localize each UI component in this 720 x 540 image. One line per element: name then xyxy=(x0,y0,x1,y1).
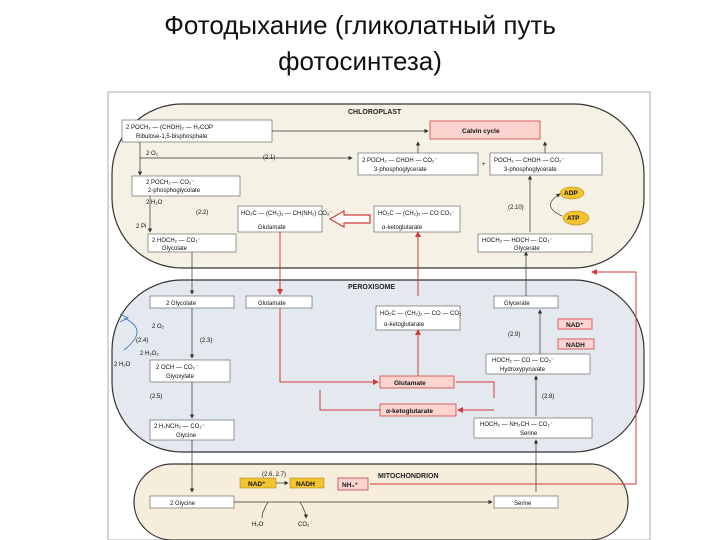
peroxisome-compartment xyxy=(111,279,645,453)
px-h2o: 2 H₂O xyxy=(114,362,131,368)
akg-px-formula: HO₂C — (CH₂)₂ — CO — CO₂ xyxy=(380,311,462,317)
glycerate-chl-formula: HOCH₂ — HOCH — CO₂⁻ xyxy=(482,238,553,244)
slide-title-line1: Фотодыхание (гликолатный путь xyxy=(164,10,556,40)
chloroplast-label: CHLOROPLAST xyxy=(348,109,402,116)
phosphoglycolate-box xyxy=(131,175,241,197)
hpyr-name: Hydroxypyruvate xyxy=(500,367,546,373)
hpyr-formula: HOCH₂ — CO — CO₂⁻ xyxy=(492,358,554,364)
glutamate2-box xyxy=(379,375,455,389)
step-2-2: (2.2) xyxy=(196,210,208,216)
calvin-cycle-label: Calvin cycle xyxy=(462,128,500,135)
akg-px-name: α-ketoglutarate xyxy=(384,322,425,328)
adp-badge xyxy=(559,186,585,200)
serine-px-box xyxy=(473,417,593,439)
pgly-formula: 2 POCH₂ — CO₂⁻ xyxy=(146,180,195,186)
chl-o2: 2 O₂ xyxy=(146,151,159,157)
akg-chl-formula: HO₂C — (CH₂)₂ — CO CO₂⁻ xyxy=(378,211,455,217)
atp-label: ATP xyxy=(567,215,580,222)
glycolate-chl-name: Glycolate xyxy=(162,246,188,252)
akg-chl-box xyxy=(373,205,461,233)
atp-badge xyxy=(562,210,590,226)
pga2-formula: POCH₂ — CHOH — CO₂⁻ xyxy=(494,158,565,164)
glutamate2-to-serine-line xyxy=(456,381,495,398)
calvin-cycle-box xyxy=(429,120,541,140)
nadh-mito: NADH xyxy=(296,481,315,488)
pgly-name: 2-phosphoglycolate xyxy=(148,188,201,194)
step-2-5: (2.5) xyxy=(150,394,162,400)
step-2-9: (2.9) xyxy=(508,332,520,338)
glutamate-px-box xyxy=(245,295,313,309)
akg2-label: α-ketoglutarate xyxy=(386,408,433,415)
pga1-formula: 2 POCH₂ — CHOH — CO₂⁻ xyxy=(362,158,438,164)
glyoxylate-name: Glyoxylate xyxy=(166,374,195,380)
glutamate-chl-box xyxy=(237,205,323,233)
mito-h2o: H₂O xyxy=(252,522,264,528)
glycerate-chl-name: Glycerate xyxy=(514,246,540,252)
plus-sign: + xyxy=(482,162,486,168)
slide-title-line2: фотосинтеза) xyxy=(278,46,442,76)
glycerate-chl-box xyxy=(477,233,593,253)
akg-chl-name: α-ketoglutarate xyxy=(382,225,423,231)
px-h2o2: 2 H₂O₂ xyxy=(140,351,159,357)
pga2-box xyxy=(489,152,603,176)
nadplus-mito: NAD⁺ xyxy=(248,481,266,488)
glycine-mito-label: 2 Glycine xyxy=(170,501,196,507)
glyoxylate-box xyxy=(149,359,231,383)
glycolate-px-label: 2 Glycolate xyxy=(166,301,197,307)
hydroxypyruvate-box xyxy=(485,353,591,375)
serine-px-formula: HOCH₂ — NH₃CH — CO₂⁻ xyxy=(480,422,553,428)
rubp-name: Ribulose-1,5-bisphosphate xyxy=(136,134,208,140)
akg-px-box xyxy=(375,305,461,331)
step-2-4: (2.4) xyxy=(136,338,148,344)
step-2-6-2-7: (2.6, 2.7) xyxy=(262,472,286,478)
nh4-box xyxy=(337,477,369,491)
serine-mito-box xyxy=(493,495,559,509)
glutamate-to-aminotransferase-line xyxy=(279,308,379,385)
mito-co2: CO₂ xyxy=(298,522,310,528)
nadh-px-box xyxy=(557,338,595,350)
glycine-px-name: Glycine xyxy=(176,433,197,439)
nh4-label: NH₄⁺ xyxy=(342,482,358,489)
ammonium-recycle-loop xyxy=(370,269,637,485)
glutamate-chl-name: Glutamate xyxy=(258,225,286,231)
rubp-formula: 2 POCH₂ — (CHOH)₂ — H₂COP xyxy=(126,125,213,131)
glutamate-px-label: Glutamate xyxy=(258,301,286,307)
nadh-mito-box xyxy=(289,477,325,489)
glycolate-chl-formula: 2 HOCH₂ — CO₂⁻ xyxy=(152,238,201,244)
nadh-px: NADH xyxy=(566,342,585,349)
serine-mito-label: Serine xyxy=(514,501,532,507)
chl-h2o: 2 H₂O xyxy=(146,200,163,206)
co2-branch xyxy=(299,501,309,519)
nadplus-px-box xyxy=(557,318,593,330)
pga2-name: 3-phosphoglycerate xyxy=(504,167,557,173)
step-2-10: (2.10) xyxy=(508,205,524,211)
akg2-loop-line xyxy=(319,390,380,411)
adp-label: ADP xyxy=(564,190,578,197)
h2o-branch xyxy=(261,501,269,519)
akg-to-glutamate-big-arrow xyxy=(328,209,371,229)
glycerate-px-label: Glycerate xyxy=(504,301,530,307)
serine-px-name: Serine xyxy=(520,431,538,437)
pga1-name: 3-phosphoglycerate xyxy=(374,167,427,173)
step-2-3: (2.3) xyxy=(200,338,212,344)
glycine-px-formula: 2 H₂NCH₂ — CO₂⁻ xyxy=(154,424,205,430)
nadplus-px: NAD⁺ xyxy=(566,322,584,329)
glutamate-chl-formula: HO₂C — (CH₂)₂ — CH(NH₂) CO₂⁻ xyxy=(241,211,332,217)
o2-blue-tick xyxy=(119,313,129,323)
chl-pi: 2 Pi xyxy=(136,224,146,230)
peroxisome-label: PEROXISOME xyxy=(348,284,395,291)
mitochondrion-label: MITOCHONDRION xyxy=(378,473,439,480)
px-o2: 2 O₂ xyxy=(152,324,165,330)
atp-to-adp-arrow xyxy=(550,193,563,217)
glyoxylate-formula: 2 OCH — CO₂⁻ xyxy=(156,365,198,371)
glutamate2-label: Glutamate xyxy=(394,380,426,387)
step-2-8: (2.8) xyxy=(542,394,554,400)
o2-blue-curve xyxy=(123,317,138,351)
